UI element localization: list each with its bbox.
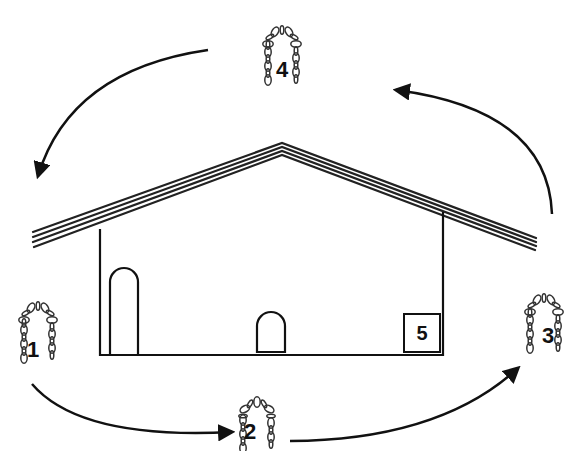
chain-link [49, 343, 55, 353]
chain-link [49, 329, 55, 339]
arrows [32, 50, 552, 441]
chain-link [293, 53, 299, 63]
chain-link [270, 26, 281, 38]
chain-symbol [19, 302, 57, 363]
chain-link [239, 414, 247, 418]
direction-arrow [396, 90, 552, 214]
callout-number: 1 [27, 339, 39, 361]
door [110, 268, 138, 355]
chain-link [290, 33, 299, 40]
niche [257, 312, 285, 352]
chain-symbol [263, 26, 301, 85]
chain-link [254, 397, 260, 407]
chain-link [265, 61, 271, 71]
storage-box: 5 [403, 313, 441, 353]
chain-link [263, 404, 275, 415]
chain-link [40, 302, 51, 314]
chain-link [269, 440, 273, 448]
chain-link [532, 294, 543, 306]
chain-link [246, 399, 253, 408]
roof-line [33, 143, 536, 238]
chain-link [527, 343, 533, 353]
chain-link [268, 432, 274, 442]
chain-link [263, 41, 273, 47]
direction-arrow [32, 384, 232, 433]
chain-link [19, 317, 29, 323]
chain-link [21, 325, 27, 335]
chain-link [26, 302, 37, 314]
direction-arrow [38, 50, 208, 176]
chain-symbol [239, 397, 275, 451]
chain-link [284, 26, 295, 38]
chain-link [36, 302, 40, 310]
chain-link [46, 309, 55, 316]
chain-symbol [525, 294, 563, 353]
chain-link [542, 294, 546, 302]
direction-arrow [290, 368, 518, 441]
chain-link [556, 343, 560, 351]
roof-line [33, 147, 536, 242]
walls [100, 212, 443, 355]
chain-link [240, 443, 246, 451]
chain-link [527, 315, 533, 325]
chain-link [555, 335, 561, 345]
chains [19, 26, 563, 451]
roof-line [34, 155, 535, 250]
chain-link [50, 351, 54, 359]
roof-line [33, 151, 536, 246]
chain-link [265, 47, 271, 57]
chain-link [546, 294, 557, 306]
box-number: 5 [416, 323, 427, 343]
chain-link [293, 67, 299, 77]
callout-number: 2 [244, 421, 256, 443]
chain-link [294, 75, 298, 83]
chain-link [21, 353, 27, 363]
chain-link [21, 339, 27, 349]
callout-number: 3 [542, 325, 554, 347]
wall-outline [100, 212, 443, 355]
chain-link [525, 309, 535, 315]
chain-link [552, 301, 561, 308]
chain-link [265, 75, 271, 85]
callout-number: 4 [276, 59, 288, 81]
chain-link [527, 329, 533, 339]
chain-link [268, 418, 274, 428]
chain-link [280, 26, 284, 34]
chain-link [555, 321, 561, 331]
roof [33, 143, 536, 250]
chain-link [239, 404, 251, 415]
